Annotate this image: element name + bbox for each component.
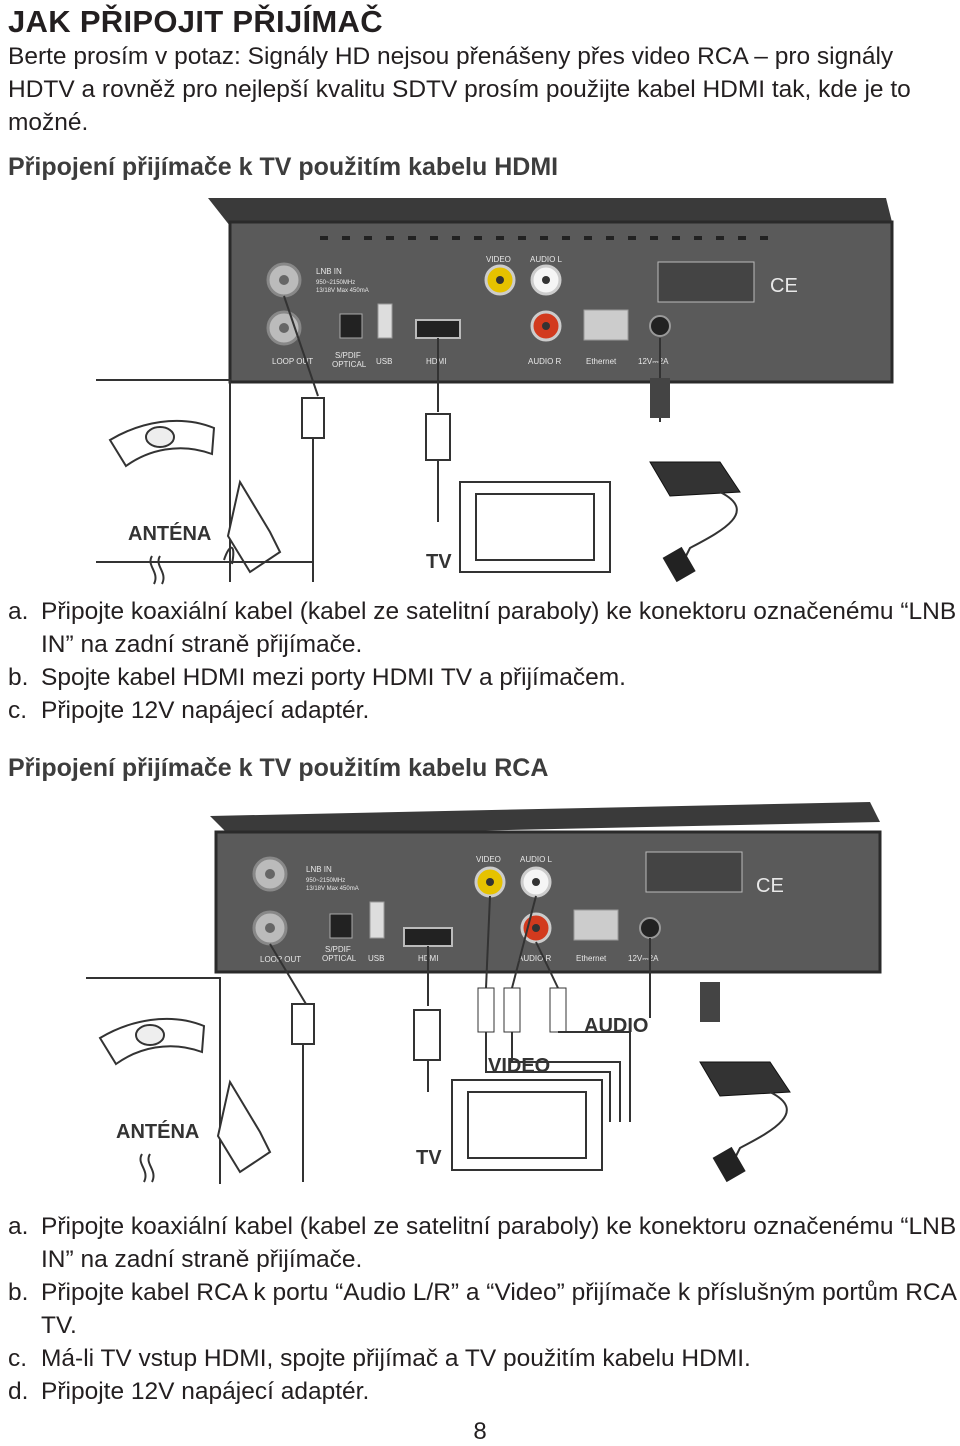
list-item: b.Připojte kabel RCA k portu “Audio L/R”… — [8, 1279, 956, 1339]
hdmi-antenna-label: ANTÉNA — [128, 522, 211, 545]
coax-cable — [96, 295, 325, 582]
rca-tv-label: TV — [416, 1147, 442, 1169]
rca-steps-list: a.Připojte koaxiální kabel (kabel ze sat… — [8, 1210, 958, 1408]
hdmi-connection-diagram: LNB IN 950~2150MHz 13/18V Max 450mA LOOP… — [80, 192, 900, 590]
hdmi-cable — [413, 946, 441, 1092]
power-adapter — [649, 938, 791, 1183]
svg-text:Ethernet: Ethernet — [586, 357, 617, 366]
satellite-dish-illustration: ANTÉNA — [86, 977, 272, 1184]
lnb-in-label: LNB IN — [316, 267, 342, 276]
intro-note: Berte prosím v potaz: Signály HD nejsou … — [8, 43, 911, 136]
rca-antenna-label: ANTÉNA — [116, 1120, 199, 1143]
list-item: a.Připojte koaxiální kabel (kabel ze sat… — [8, 598, 957, 658]
svg-text:950~2150MHz: 950~2150MHz — [316, 280, 355, 286]
hdmi-steps-list: a.Připojte koaxiální kabel (kabel ze sat… — [8, 595, 958, 727]
svg-text:950~2150MHz: 950~2150MHz — [306, 878, 345, 884]
svg-text:12V⎓2A: 12V⎓2A — [628, 954, 659, 963]
svg-text:13/18V Max 450mA: 13/18V Max 450mA — [316, 288, 369, 294]
power-adapter — [649, 338, 741, 583]
svg-text:HDMI: HDMI — [426, 357, 446, 366]
svg-text:13/18V Max 450mA: 13/18V Max 450mA — [306, 886, 359, 892]
tv-illustration: TV — [426, 481, 611, 573]
page-title: JAK PŘIPOJIT PŘIJÍMAČ — [8, 4, 383, 39]
rca-connection-diagram: LNB IN 950~2150MHz 13/18V Max 450mA LOOP… — [80, 792, 900, 1192]
svg-text:OPTICAL: OPTICAL — [322, 954, 357, 963]
svg-text:AUDIO R: AUDIO R — [518, 954, 552, 963]
receiver-rear-panel: LNB IN 950~2150MHz 13/18V Max 450mA LOOP… — [210, 802, 882, 974]
list-item: d.Připojte 12V napájecí adaptér. — [8, 1378, 370, 1405]
svg-text:AUDIO R: AUDIO R — [528, 357, 562, 366]
svg-text:USB: USB — [376, 357, 392, 366]
satellite-dish-illustration: ANTÉNA — [96, 379, 282, 585]
list-item: b.Spojte kabel HDMI mezi porty HDMI TV a… — [8, 664, 626, 691]
list-item: c.Připojte 12V napájecí adaptér. — [8, 697, 370, 724]
list-item: c.Má-li TV vstup HDMI, spojte přijímač a… — [8, 1345, 751, 1372]
svg-text:Ethernet: Ethernet — [576, 954, 607, 963]
svg-text:USB: USB — [368, 954, 384, 963]
svg-text:AUDIO L: AUDIO L — [530, 255, 563, 264]
hdmi-tv-label: TV — [426, 551, 452, 573]
hdmi-cable — [425, 338, 451, 522]
audio-label: AUDIO — [584, 1015, 648, 1037]
svg-text:OPTICAL: OPTICAL — [332, 360, 367, 369]
coax-cable — [269, 943, 315, 1182]
tv-illustration: TV — [416, 1079, 603, 1171]
svg-text:CE: CE — [770, 275, 798, 297]
svg-text:LOOP OUT: LOOP OUT — [260, 955, 301, 964]
svg-text:S/PDIF: S/PDIF — [335, 351, 361, 360]
svg-text:LNB IN: LNB IN — [306, 865, 332, 874]
svg-text:VIDEO: VIDEO — [486, 255, 511, 264]
svg-text:AUDIO L: AUDIO L — [520, 855, 553, 864]
list-item: a.Připojte koaxiální kabel (kabel ze sat… — [8, 1213, 957, 1273]
svg-text:VIDEO: VIDEO — [476, 855, 501, 864]
hdmi-section-heading: Připojení přijímače k TV použitím kabelu… — [8, 153, 559, 181]
svg-text:CE: CE — [756, 875, 784, 897]
svg-text:S/PDIF: S/PDIF — [325, 945, 351, 954]
rca-section-heading: Připojení přijímače k TV použitím kabelu… — [8, 754, 549, 782]
loop-out-label: LOOP OUT — [272, 357, 313, 366]
receiver-rear-panel: LNB IN 950~2150MHz 13/18V Max 450mA LOOP… — [208, 198, 894, 384]
page-number: 8 — [473, 1418, 487, 1445]
rca-cable: AUDIO VIDEO — [477, 895, 648, 1122]
svg-text:12V⎓2A: 12V⎓2A — [638, 357, 669, 366]
video-label: VIDEO — [488, 1055, 550, 1077]
